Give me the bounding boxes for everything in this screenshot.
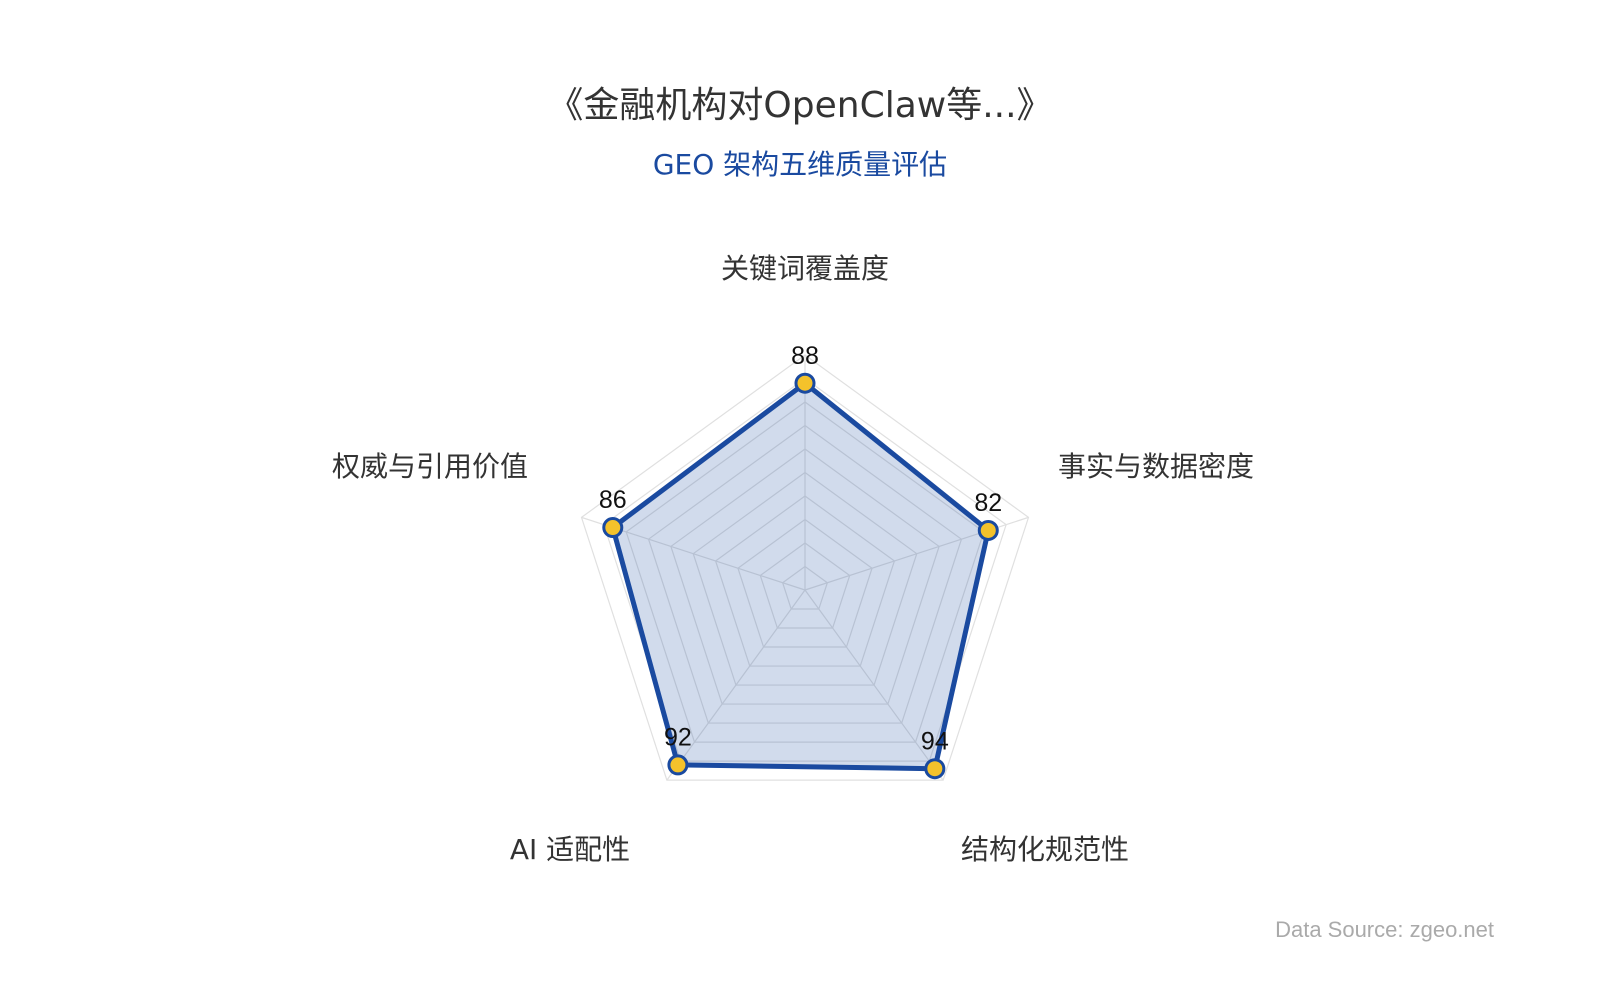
grid-ring bbox=[692, 471, 918, 686]
value-label: 92 bbox=[664, 724, 692, 752]
grid-ring bbox=[759, 542, 851, 629]
grid-ring bbox=[670, 448, 940, 705]
radar-value-labels: 88 82 94 92 86 bbox=[599, 342, 1002, 756]
grid-ring bbox=[603, 377, 1007, 762]
data-point bbox=[602, 517, 624, 539]
grid-ring bbox=[714, 495, 896, 667]
grid-ring bbox=[625, 401, 985, 743]
data-point bbox=[667, 754, 689, 776]
chart-subtitle: GEO 架构五维质量评估 bbox=[652, 148, 948, 181]
data-point bbox=[924, 758, 946, 780]
indicator-label: 权威与引用价值 bbox=[332, 450, 528, 483]
axis-line bbox=[804, 589, 944, 781]
indicator-label: AI 适配性 bbox=[510, 833, 630, 866]
indicator-label: 关键词覆盖度 bbox=[721, 252, 889, 285]
data-point bbox=[977, 519, 999, 541]
grid-ring bbox=[781, 565, 829, 610]
data-source-note: Data Source: zgeo.net bbox=[1275, 917, 1494, 942]
indicator-label: 结构化规范性 bbox=[961, 833, 1129, 866]
value-label: 86 bbox=[599, 486, 627, 514]
radar-points bbox=[602, 372, 999, 780]
radar-series bbox=[610, 380, 991, 772]
axis-line bbox=[666, 589, 806, 781]
value-label: 94 bbox=[921, 727, 949, 755]
chart-title: 《金融机构对OpenClaw等...》 bbox=[547, 85, 1053, 126]
grid-ring bbox=[580, 354, 1030, 781]
radar-grid bbox=[580, 354, 1030, 781]
grid-ring bbox=[647, 424, 963, 724]
grid-ring bbox=[737, 518, 873, 648]
radar-axes bbox=[581, 355, 1029, 781]
indicator-label: 事实与数据密度 bbox=[1058, 450, 1254, 483]
series-area bbox=[610, 380, 991, 772]
value-label: 88 bbox=[791, 342, 819, 370]
data-point bbox=[794, 372, 816, 394]
value-label: 82 bbox=[974, 489, 1002, 517]
